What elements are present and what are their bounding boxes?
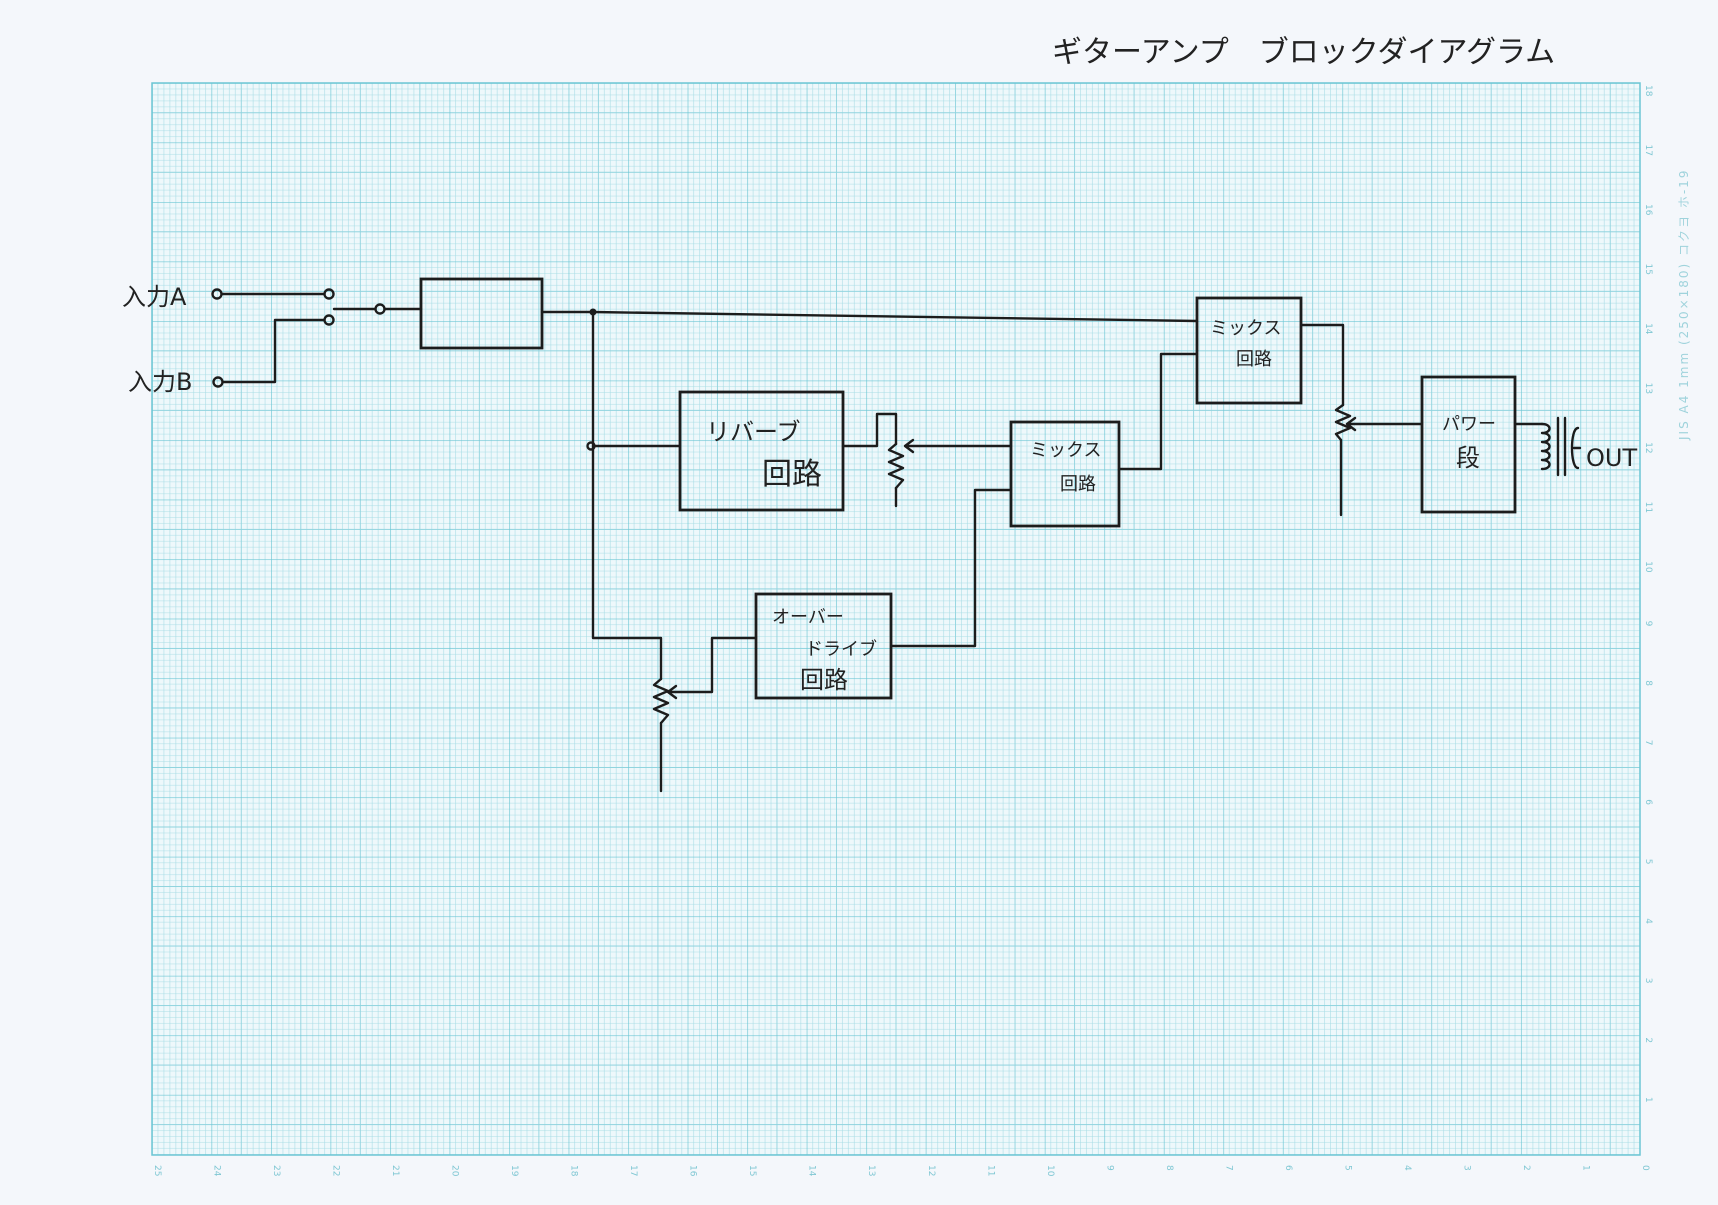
output-label: OUT	[1586, 444, 1637, 472]
bottom-ruler-label: 14	[807, 1165, 817, 1177]
reverb-block	[678, 390, 845, 512]
bottom-ruler-label: 11	[985, 1165, 995, 1176]
preamp-block	[419, 277, 544, 350]
bottom-ruler-label: 5	[1342, 1165, 1352, 1171]
bottom-ruler-label: 3	[1461, 1165, 1471, 1171]
right-ruler-label: 3	[1643, 978, 1653, 984]
bottom-ruler-label: 9	[1104, 1165, 1114, 1171]
right-ruler-label: 14	[1643, 323, 1653, 335]
bottom-ruler-label: 16	[688, 1165, 698, 1177]
bottom-ruler-label: 7	[1223, 1165, 1233, 1171]
bottom-ruler-label: 15	[747, 1165, 757, 1176]
mix-1-label-line1: ミックス	[1030, 440, 1101, 461]
input-a-label: 入力A	[122, 283, 187, 311]
right-ruler-label: 1	[1643, 1097, 1653, 1103]
right-ruler-label: 16	[1643, 204, 1653, 216]
right-ruler-label: 15	[1643, 264, 1653, 275]
right-ruler-label: 9	[1643, 621, 1653, 627]
right-ruler-label: 10	[1643, 561, 1653, 573]
right-ruler-label: 4	[1643, 918, 1653, 924]
bottom-ruler-label: 4	[1402, 1165, 1412, 1171]
diagram-title: ギターアンプ ブロックダイアグラム	[1052, 35, 1555, 70]
bottom-ruler-label: 23	[271, 1165, 281, 1176]
reverb-level-pot-icon	[887, 442, 905, 490]
overdrive-label-line2: ドライブ	[805, 638, 877, 660]
bottom-ruler-label: 21	[390, 1165, 400, 1176]
power-label-line1: パワー	[1442, 414, 1496, 435]
overdrive-label-line3: 回路	[800, 666, 848, 694]
output-transformer-icon	[1540, 416, 1582, 477]
overdrive-level-pot-icon	[652, 677, 670, 725]
bottom-ruler-label: 24	[212, 1165, 222, 1177]
mix-2-label-line2: 回路	[1236, 349, 1272, 370]
bottom-ruler-label: 2	[1521, 1165, 1531, 1171]
mix-1-label-line2: 回路	[1060, 474, 1096, 495]
overdrive-block	[754, 592, 893, 700]
bottom-ruler-label: 19	[509, 1165, 519, 1177]
bottom-ruler-label: 25	[152, 1165, 162, 1176]
reverb-label-line1: リバーブ	[706, 418, 801, 446]
reverb-label-line2: 回路	[762, 457, 822, 492]
signal-wiring	[540, 308, 1544, 793]
right-ruler: 18 17 16 15 14 13 12 11 10 9 8 7 6 5 4 3 2 1	[1643, 85, 1653, 1103]
input-b-label: 入力B	[128, 368, 192, 396]
input-switch-wiring	[211, 288, 423, 388]
bottom-ruler-label: 6	[1283, 1165, 1293, 1171]
right-ruler-label: 12	[1643, 442, 1653, 453]
bottom-ruler-label: 10	[1045, 1165, 1055, 1177]
bottom-ruler-label: 8	[1164, 1165, 1174, 1171]
right-ruler-label: 18	[1643, 85, 1653, 97]
bottom-ruler-label: 0	[1640, 1165, 1650, 1171]
mix-2-label-line1: ミックス	[1210, 318, 1281, 339]
right-ruler-label: 6	[1643, 799, 1653, 805]
power-label-line2: 段	[1456, 444, 1480, 472]
master-volume-pot-icon	[1334, 403, 1352, 442]
power-stage-block	[1420, 375, 1517, 514]
bottom-ruler-label: 22	[331, 1165, 341, 1176]
paper-spec: JIS A4 1mm (250×180) コクヨ ホ-19	[1677, 169, 1691, 441]
mix-circuit-1-block	[1009, 420, 1121, 528]
overdrive-label-line1: オーバー	[772, 607, 844, 628]
bottom-ruler-label: 17	[628, 1165, 638, 1176]
right-ruler-label: 11	[1643, 502, 1653, 513]
bottom-ruler-label: 1	[1580, 1165, 1590, 1171]
bottom-ruler-label: 13	[866, 1165, 876, 1176]
right-ruler-label: 13	[1643, 383, 1653, 394]
right-ruler-label: 8	[1643, 680, 1653, 686]
mix-circuit-2-block	[1195, 296, 1303, 405]
right-ruler-label: 2	[1643, 1037, 1653, 1043]
right-ruler-label: 17	[1643, 145, 1653, 156]
right-ruler-label: 5	[1643, 859, 1653, 865]
right-ruler-label: 7	[1643, 740, 1653, 746]
bottom-ruler-label: 12	[926, 1165, 936, 1176]
bottom-ruler-label: 20	[450, 1165, 460, 1177]
bottom-ruler-label: 18	[569, 1165, 579, 1177]
